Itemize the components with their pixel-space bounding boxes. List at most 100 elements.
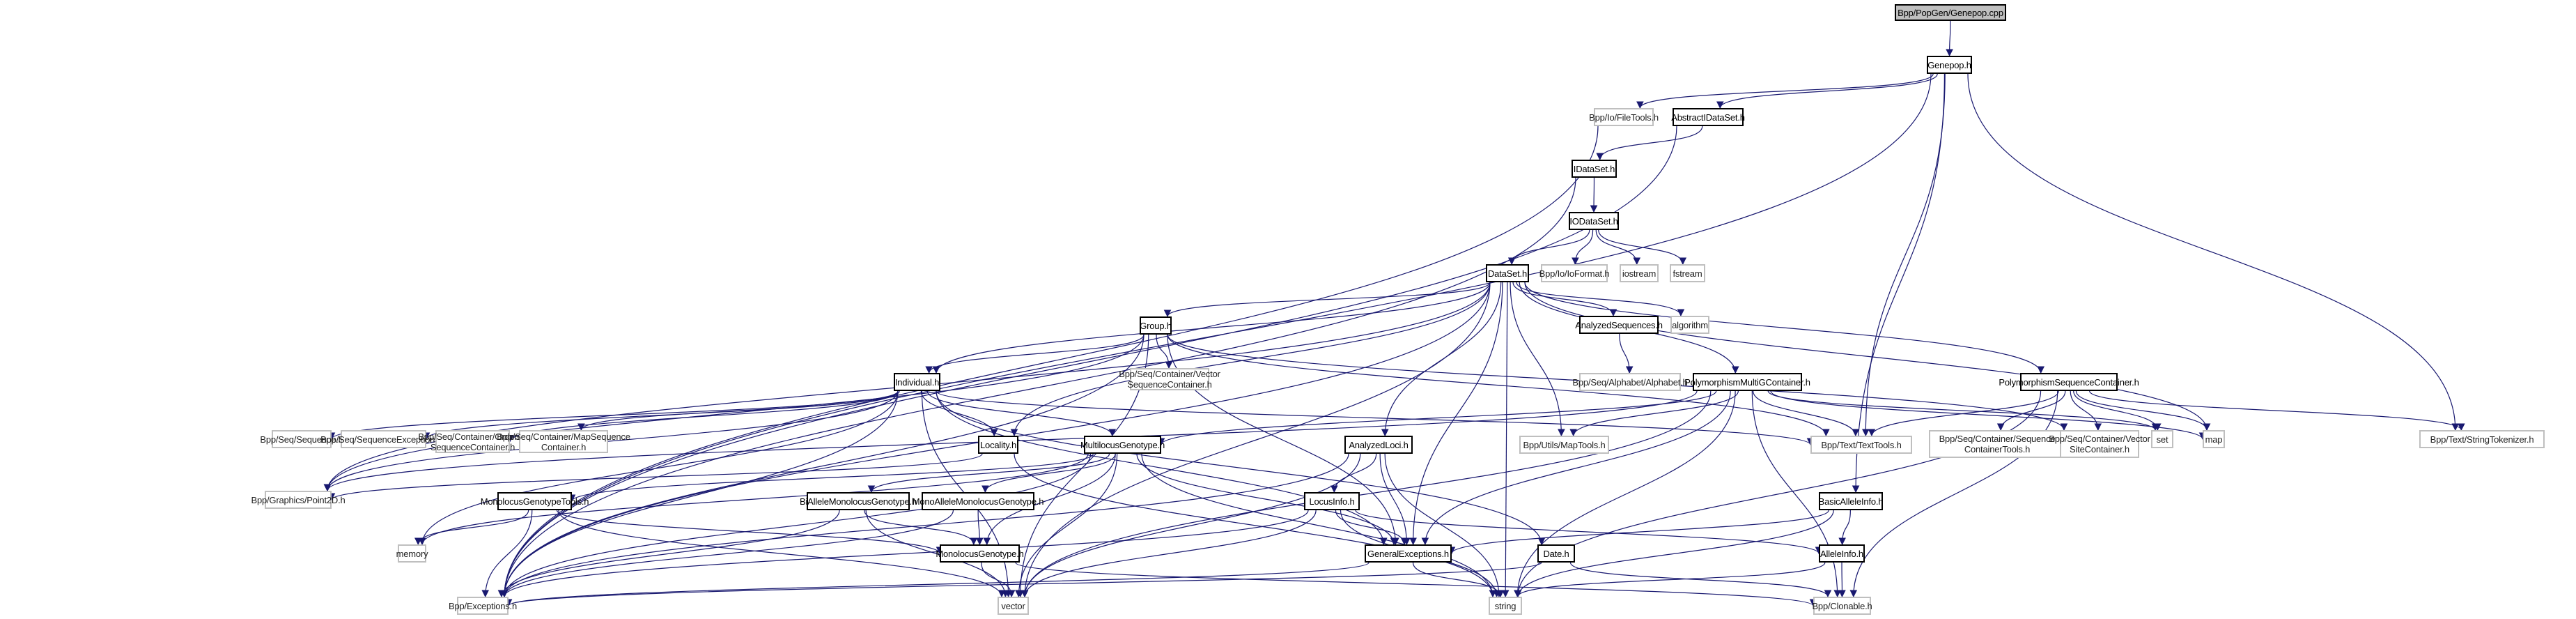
node-alleleinfo-h[interactable]: AlleleInfo.h [1819,544,1865,563]
node-date-h[interactable]: Date.h [1537,544,1575,563]
node-vectorsitecontainer-h: Bpp/Seq/Container/Vector SiteContainer.h [2049,430,2150,458]
node-map: map [2203,430,2225,448]
node-abstractidataset-h[interactable]: AbstractIDataSet.h [1671,108,1745,126]
edge-date-to-exceptions [505,562,1542,607]
edge-individual-to-genexc [936,390,1388,546]
edge-locality-to-point2d [327,453,983,501]
node-group-h[interactable]: Group.h [1140,316,1172,335]
edge-analyzedloci-to-vector [1021,453,1361,598]
node-exceptions-h: Bpp/Exceptions.h [449,597,517,615]
edge-dataset-to-genexc [1409,282,1503,546]
edge-multilocus-to-biallele [867,453,1110,494]
node-point2d-h: Bpp/Graphics/Point2D.h [251,491,346,509]
edge-polyseq-to-clonable [1849,390,2058,598]
edge-dataset-to-locality [1010,282,1491,437]
edge-group-to-individual [925,334,1145,374]
edge-iodataset-to-iostream [1595,229,1641,266]
edge-polymulti-to-maptools [1569,390,1739,437]
edge-individual-to-memory [418,390,899,546]
edge-dataset-to-group [1163,282,1491,318]
node-set: set [2151,430,2173,448]
node-sequencecontainertools-h: Bpp/Seq/Container/Sequence ContainerTool… [1929,430,2065,458]
node-basicalleleinfo-h[interactable]: BasicAlleleInfo.h [1819,492,1884,510]
node-ioformat-h: Bpp/Io/IoFormat.h [1539,264,1610,282]
node-monolocusgenotypetools-h[interactable]: MonolocusGenotypeTools.h [481,492,589,510]
edge-genexc-to-string [1412,562,1505,598]
node-monolocusgenotype-h[interactable]: MonolocusGenotype.h [936,544,1024,563]
node-iostream: iostream [1620,264,1659,282]
node-polymorphismsequencecontainer-h[interactable]: PolymorphismSequenceContainer.h [1999,373,2139,391]
edge-abstractidataset-to-idataset [1596,125,1703,161]
node-filetools-h: Bpp/Io/FileTools.h [1589,108,1659,126]
edge-biallele-to-monolocus [864,510,978,546]
edge-monotools-to-monolocus [556,510,944,555]
edge-dataset-to-polyseq [1524,282,2044,374]
edge-polymulti-to-genexc [1421,390,1731,546]
edge-iodataset-to-ioformat [1572,229,1594,266]
edge-multilocus-to-monoallele [981,453,1116,494]
node-polymorphismmultigcontainer-h[interactable]: PolymorphismMultiGContainer.h [1684,373,1810,391]
edge-polymulti-to-set [1767,390,2159,431]
node-clonable-h: Bpp/Clonable.h [1812,597,1872,615]
edge-individual-to-mapseq [577,390,900,431]
edge-polymulti-to-multilocus [1157,390,1717,446]
edge-individual-to-locality [920,390,998,437]
edge-multilocus-to-monolocus [983,453,1116,546]
edge-dataset-to-individual [932,282,1491,374]
edge-locality-to-string [1014,453,1497,598]
node-iodataset-h[interactable]: IODataSet.h [1569,212,1619,230]
edge-iodataset-to-fstream [1598,229,1687,266]
edge-monotools-to-memory [414,510,529,546]
node-individual-h[interactable]: Individual.h [894,373,940,391]
node-analyzedloci-h[interactable]: AnalyzedLoci.h [1344,436,1413,454]
edge-group-to-exceptions [500,334,1145,598]
edge-basicallele-to-genexc [1448,510,1829,555]
edge-group-to-texttools [1167,334,1830,437]
edge-dataset-to-algorithm [1516,282,1685,317]
edge-dataset-to-string [1501,282,1510,598]
node-locality-h[interactable]: Locality.h [978,436,1018,454]
node-multilocusgenotype-h[interactable]: MultilocusGenotype.h [1080,436,1165,454]
edge-iodataset-to-dataset [1507,229,1590,266]
node-stringtokenizer-h: Bpp/Text/StringTokenizer.h [2419,430,2545,448]
node-algorithm: algorithm [1670,316,1709,334]
node-memory: memory [396,544,428,563]
node-generalexceptions-h[interactable]: GeneralExceptions.h [1365,544,1452,563]
edge-individual-to-point2d [323,390,899,492]
edge-analyzedloci-to-genexc [1379,453,1411,546]
node-orderedsequencecontainer-h: Bpp/Seq/Container/Ordered SequenceContai… [418,430,527,453]
edge-polyseq-to-map [2075,390,2211,431]
edge-abstractidataset-to-exceptions [500,125,1677,598]
node-monoallelemonolocusgenotype-h[interactable]: MonoAlleleMonolocusGenotype.h [913,492,1044,510]
edge-monoallele-to-exceptions [500,510,954,598]
edge-polyseq-to-seqconttools [1996,390,2066,431]
edge-analyzedseq-to-alphabet [1619,333,1634,374]
edge-dataset-to-maptools [1510,282,1565,437]
edge-polyseq-to-string [1514,390,2042,598]
edge-polymulti-to-vector [1021,390,1712,598]
edge-locusinfo-to-exceptions [500,510,1309,598]
node-genepop-cpp: Bpp/PopGen/Genepop.cpp [1895,4,2006,21]
edge-polymulti-to-map [1770,390,2207,441]
edge-group-to-point2d [323,334,1145,492]
edge-polyseq-to-set [2073,390,2162,431]
node-analyzedsequences-h[interactable]: AnalyzedSequences.h [1575,316,1663,334]
node-biallelemonolocusgenotype-h[interactable]: BiAlleleMonolocusGenotype.h [800,492,917,510]
edge-polymulti-to-texttools [1753,390,1860,437]
node-fstream: fstream [1670,264,1705,282]
node-sequenceexceptions-h: Bpp/Seq/SequenceExceptions.h [320,430,447,448]
node-locusinfo-h[interactable]: LocusInfo.h [1304,492,1360,510]
edge-multilocus-to-exceptions [500,453,1092,598]
node-dataset-h[interactable]: DataSet.h [1486,264,1529,282]
node-alphabet-h: Bpp/Seq/Alphabet/Alphabet.h [1572,373,1688,391]
node-genepop-h[interactable]: Genepop.h [1927,56,1972,74]
node-texttools-h: Bpp/Text/TextTools.h [1810,436,1912,454]
edge-alleleinfo-to-string [1514,562,1826,598]
edge-multilocus-to-monotools [568,453,1094,503]
edge-genepop-to-basicallele [1852,73,1946,494]
node-idataset-h[interactable]: IDataSet.h [1572,160,1617,178]
edge-group-to-vectorseqcont [1156,334,1173,369]
edge-polyseq-to-vectorsitecont [2070,390,2102,431]
edge-monolocus-to-vector [981,562,1016,598]
